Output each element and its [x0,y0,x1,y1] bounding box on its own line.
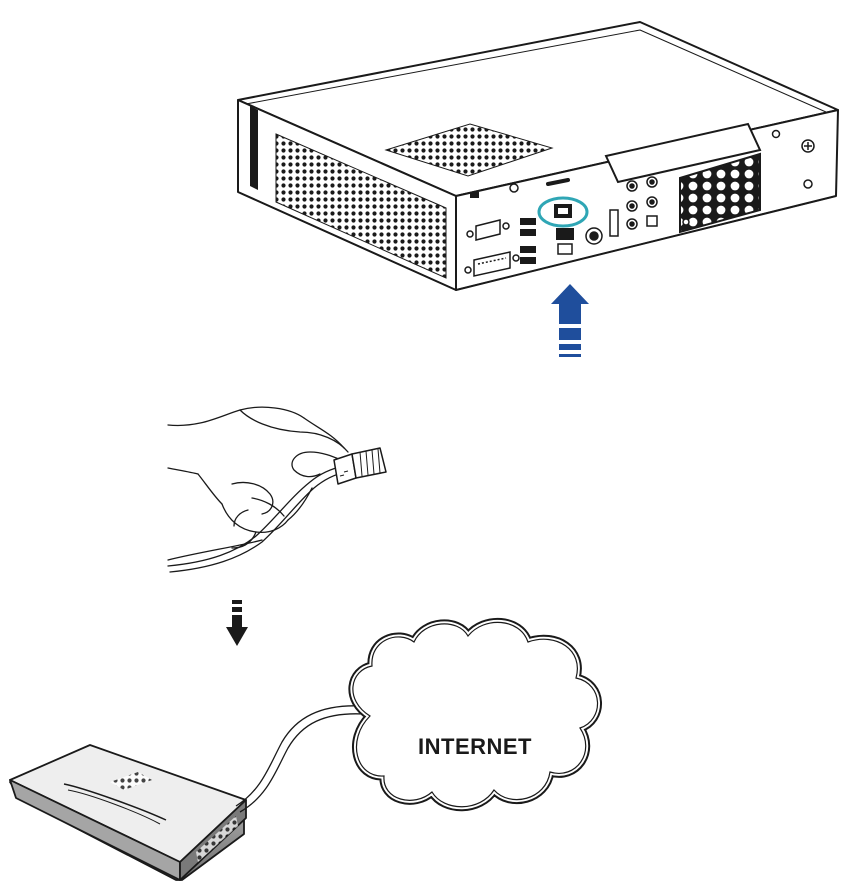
side-vent-grille [275,133,447,279]
screw-icon [509,129,815,226]
up-arrow-icon [551,284,589,357]
router-slot-edge [67,789,161,825]
down-arrow-icon [226,600,248,646]
audio-jacks-icon [626,176,658,230]
rear-handle [604,122,762,184]
router-to-internet-cable [235,705,365,813]
hand-holding-lan-cable [167,406,349,573]
router-side-vents [196,816,238,862]
top-vent-grille [384,123,554,177]
computer-chassis [237,21,839,291]
router-device [9,744,247,881]
rear-top-connector [546,178,570,186]
fan-grille [679,152,761,234]
lan-port-highlight-ring [537,196,589,228]
side-panel-edge [250,106,258,190]
rj45-plug-icon [333,447,387,485]
serial-port-icon [466,219,510,241]
internet-label: INTERNET [418,734,532,759]
lock-slot-icon [470,192,479,198]
router-vent-holes [110,772,152,790]
usb-ports-icon [520,218,536,264]
internet-cloud-icon [348,618,602,812]
dvi-port-icon [464,251,520,277]
displayport-icon [609,209,619,237]
ps2-port-icon [585,227,603,245]
lan-port-icon [554,204,574,255]
router-slot [63,783,167,821]
